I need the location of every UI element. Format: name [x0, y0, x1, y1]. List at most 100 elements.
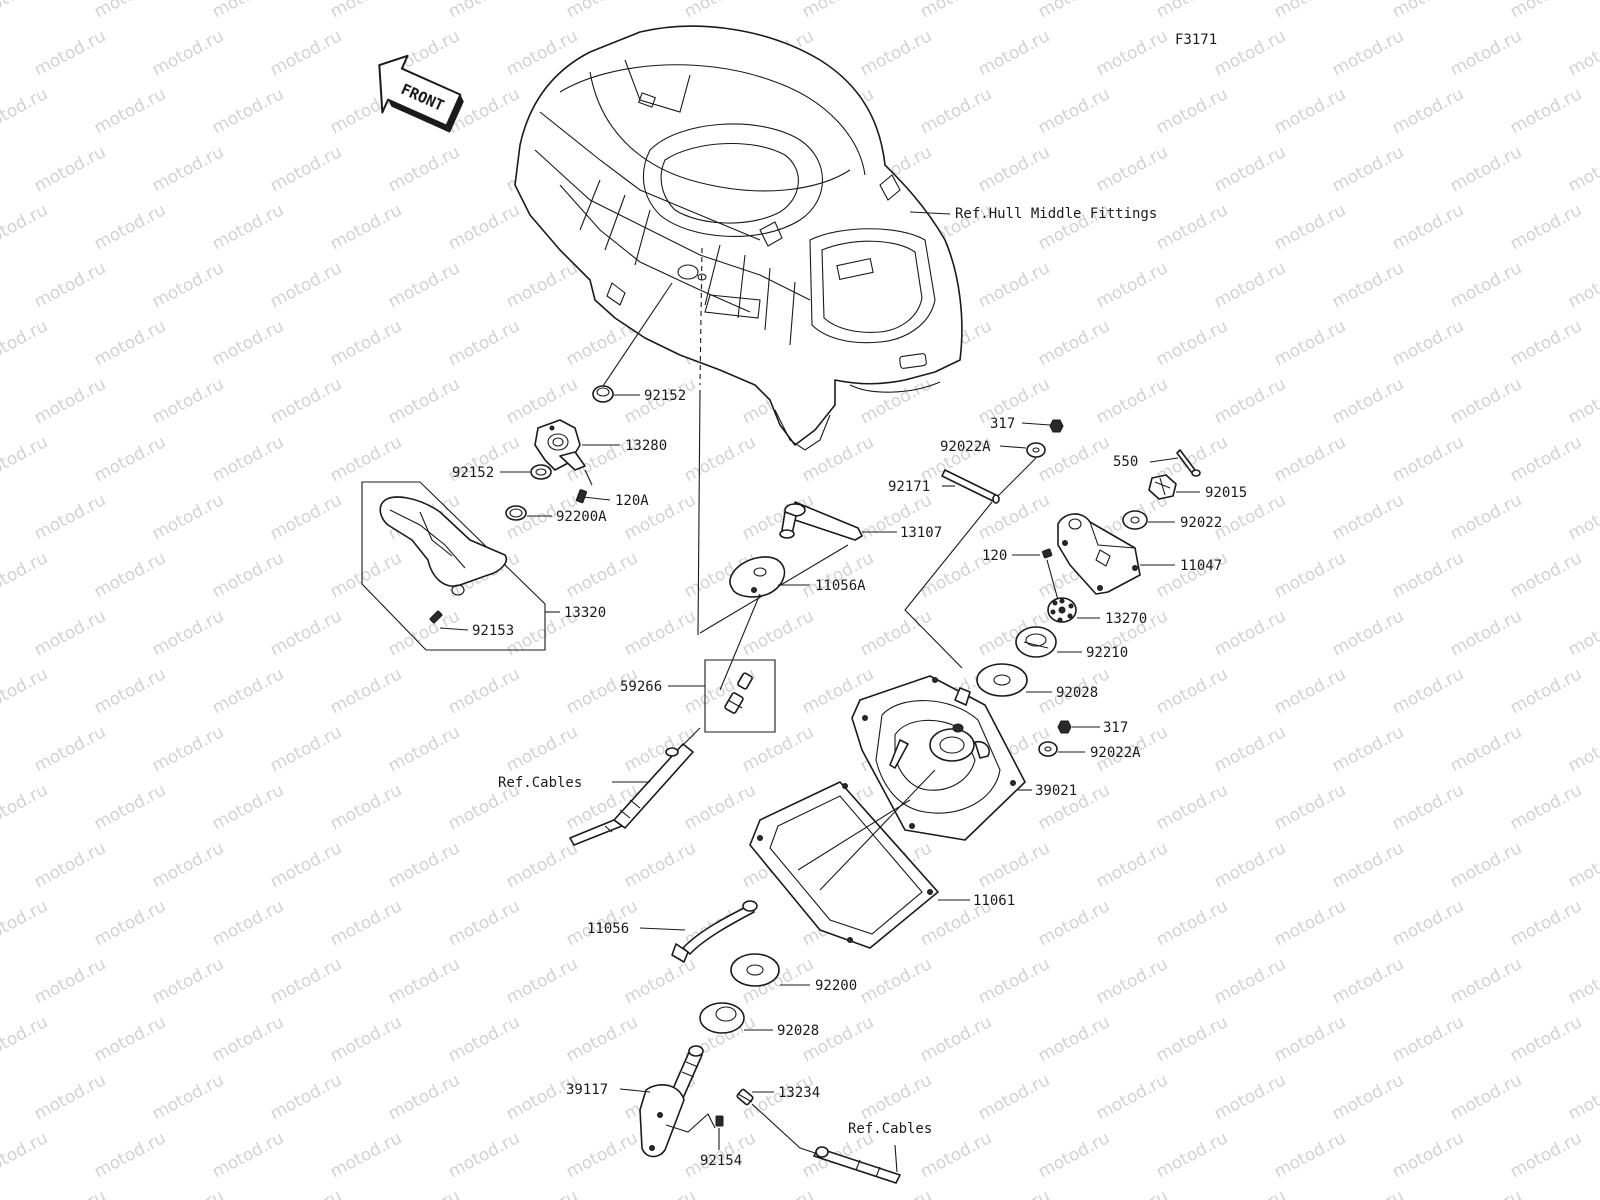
watermark-text: motod.ru	[1565, 374, 1600, 428]
watermark-text: motod.ru	[1035, 432, 1113, 486]
callout-317-upper: 317	[990, 416, 1015, 432]
watermark-text: motod.ru	[1093, 258, 1171, 312]
watermark-text: motod.ru	[975, 258, 1053, 312]
watermark-text: motod.ru	[1093, 954, 1171, 1008]
callout-11061: 11061	[973, 893, 1015, 909]
watermark-text: motod.ru	[327, 432, 405, 486]
callout-317-lower: 317	[1103, 720, 1128, 736]
watermark-text: motod.ru	[503, 374, 581, 428]
watermark-text: motod.ru	[91, 1012, 169, 1066]
watermark-text: motod.ru	[1153, 316, 1231, 370]
watermark-text: motod.ru	[31, 26, 109, 80]
watermark-text: motod.ru	[1153, 1012, 1231, 1066]
watermark-text: motod.ru	[327, 548, 405, 602]
lever-13107	[779, 501, 863, 541]
cable-left	[569, 743, 694, 846]
watermark-text: motod.ru	[1389, 200, 1467, 254]
watermark-text: motod.ru	[267, 838, 345, 892]
watermark-text: motod.ru	[327, 780, 405, 834]
joint-59266	[724, 672, 753, 714]
watermark-text: motod.ru	[1565, 722, 1600, 776]
watermark-text: motod.ru	[1153, 1128, 1231, 1182]
callout-92022A-lower: 92022A	[1090, 745, 1141, 761]
watermark-text: motod.ru	[267, 1070, 345, 1124]
watermark-text: motod.ru	[91, 664, 169, 718]
watermark-text: motod.ru	[1093, 1186, 1171, 1200]
watermark-text: motod.ru	[385, 838, 463, 892]
watermark-text: motod.ru	[1329, 26, 1407, 80]
watermark-text: motod.ru	[621, 1186, 699, 1200]
watermark-text: motod.ru	[1565, 490, 1600, 544]
watermark-text: motod.ru	[327, 664, 405, 718]
watermark-text: motod.ru	[1035, 1012, 1113, 1066]
watermark-text: motod.ru	[209, 200, 287, 254]
watermark-text: motod.ru	[0, 316, 51, 370]
watermark-text: motod.ru	[1271, 0, 1349, 22]
bolt-120	[1041, 548, 1053, 559]
watermark-text: motod.ru	[1507, 548, 1585, 602]
watermark-text: motod.ru	[327, 896, 405, 950]
callout-550: 550	[1113, 454, 1138, 470]
callout-13234: 13234	[778, 1085, 820, 1101]
watermark-text: motod.ru	[621, 838, 699, 892]
grommet-92152-upper	[592, 385, 614, 403]
watermark-text: motod.ru	[1389, 1012, 1467, 1066]
watermark-text: motod.ru	[209, 548, 287, 602]
watermark-text: motod.ru	[385, 1070, 463, 1124]
arm-11056	[671, 900, 758, 963]
watermark-text: motod.ru	[799, 1012, 877, 1066]
callout-92022: 92022	[1180, 515, 1222, 531]
watermark-text: motod.ru	[1329, 1070, 1407, 1124]
watermark-text: motod.ru	[31, 490, 109, 544]
watermark-text: motod.ru	[445, 896, 523, 950]
watermark-text: motod.ru	[31, 954, 109, 1008]
watermark-text: motod.ru	[1211, 1070, 1289, 1124]
watermark-text: motod.ru	[91, 84, 169, 138]
watermark-text: motod.ru	[1507, 316, 1585, 370]
watermark-text: motod.ru	[857, 606, 935, 660]
washer-92022A-upper	[1026, 442, 1046, 458]
watermark-text: motod.ru	[799, 432, 877, 486]
watermark-text: motod.ru	[1389, 548, 1467, 602]
cover-13320	[379, 496, 507, 596]
watermark-text: motod.ru	[385, 722, 463, 776]
watermark-text: motod.ru	[385, 142, 463, 196]
watermark-text: motod.ru	[1507, 664, 1585, 718]
watermark-text: motod.ru	[385, 1186, 463, 1200]
watermark-text: motod.ru	[91, 0, 169, 22]
callout-11047: 11047	[1180, 558, 1222, 574]
watermark-text: motod.ru	[267, 26, 345, 80]
watermark-text: motod.ru	[1507, 84, 1585, 138]
watermark-text: motod.ru	[0, 84, 51, 138]
washer-92200	[730, 953, 780, 987]
watermark-text: motod.ru	[31, 606, 109, 660]
watermark-text: motod.ru	[1271, 316, 1349, 370]
watermark-text: motod.ru	[1035, 0, 1113, 22]
watermark-text: motod.ru	[209, 0, 287, 22]
callout-11056: 11056	[587, 921, 629, 937]
watermark-text: motod.ru	[91, 1128, 169, 1182]
watermark-text: motod.ru	[1329, 954, 1407, 1008]
cable-bottom	[751, 1103, 901, 1184]
watermark-text: motod.ru	[267, 606, 345, 660]
watermark-text: motod.ru	[503, 838, 581, 892]
oring-92152-lower	[530, 464, 552, 480]
watermark-text: motod.ru	[1153, 896, 1231, 950]
watermark-text: motod.ru	[739, 722, 817, 776]
watermark-text: motod.ru	[1447, 490, 1525, 544]
housing-39021	[851, 675, 1026, 841]
watermark-text: motod.ru	[209, 1128, 287, 1182]
watermark-text: motod.ru	[1211, 954, 1289, 1008]
watermark-text: motod.ru	[1153, 200, 1231, 254]
watermark-text: motod.ru	[1271, 84, 1349, 138]
watermark-text: motod.ru	[31, 374, 109, 428]
watermark-text: motod.ru	[0, 664, 51, 718]
watermark-text: motod.ru	[1153, 780, 1231, 834]
watermark-text: motod.ru	[1447, 722, 1525, 776]
watermark-text: motod.ru	[149, 26, 227, 80]
shaft-lever-39117	[639, 1045, 704, 1158]
watermark-text: motod.ru	[1565, 954, 1600, 1008]
watermark-text: motod.ru	[267, 142, 345, 196]
watermark-text: motod.ru	[1153, 548, 1231, 602]
